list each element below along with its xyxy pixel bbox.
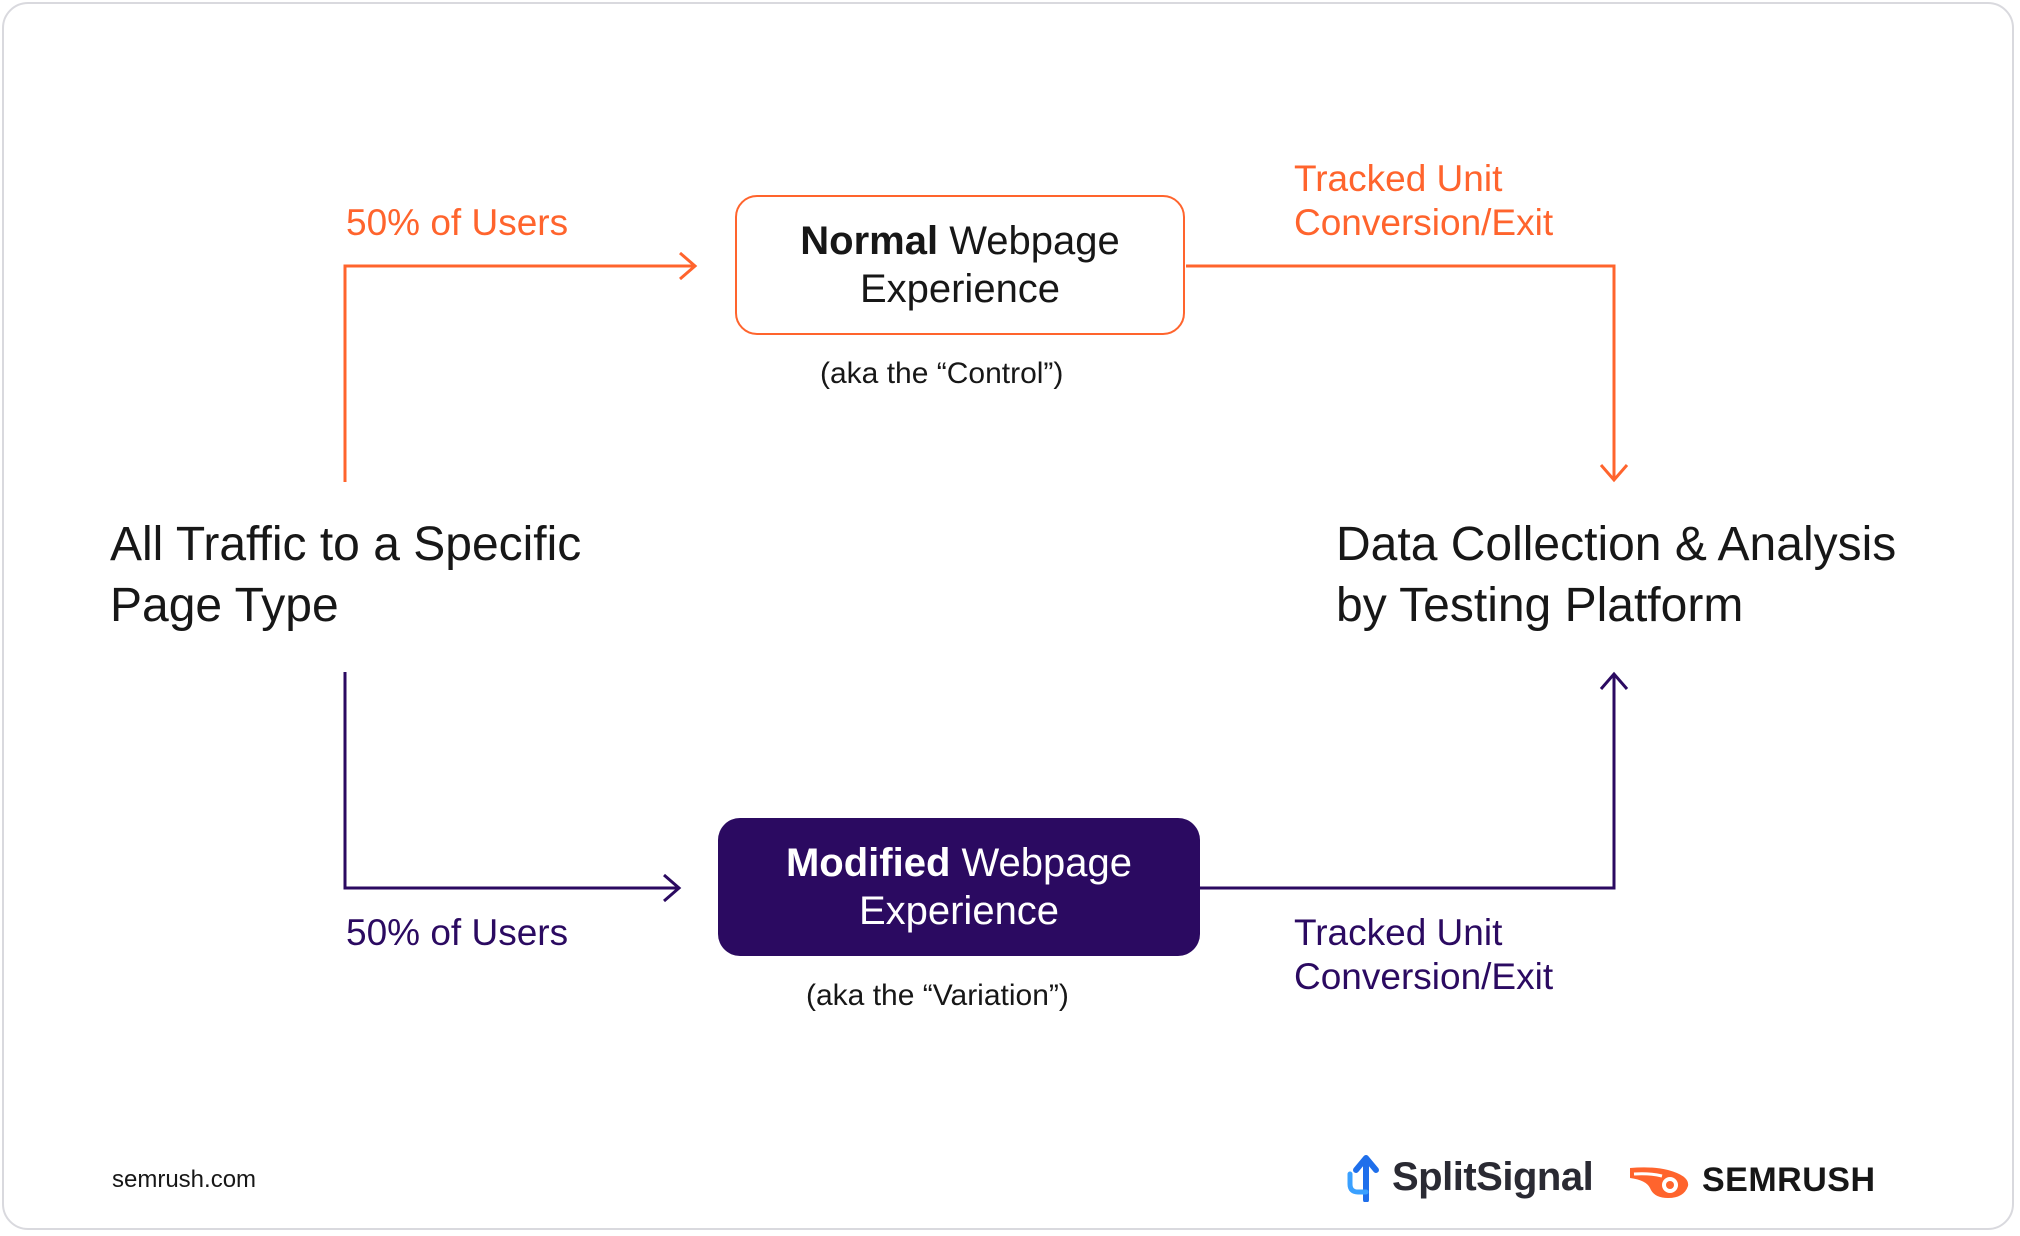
source-node: All Traffic to a Specific Page Type (110, 514, 581, 636)
modified-box-rest: Webpage (950, 841, 1133, 885)
normal-experience-box: Normal Webpage Experience (735, 195, 1185, 335)
top-split-label: 50% of Users (346, 202, 569, 243)
semrush-brand: SEMRUSH (1628, 1160, 1876, 1200)
control-caption: (aka the “Control”) (820, 357, 1064, 390)
splitsignal-brand: SplitSignal (1346, 1152, 1594, 1202)
top-tracked-line2: Conversion/Exit (1294, 202, 1554, 243)
modified-box-bold: Modified (785, 841, 951, 885)
modified-box-line2: Experience (858, 889, 1060, 933)
top-split-arrow (343, 264, 693, 482)
semrush-wordmark: SEMRUSH (1702, 1160, 1876, 1199)
bottom-tracked-arrow (1200, 676, 1616, 890)
bottom-tracked-line1: Tracked Unit (1294, 912, 1503, 953)
top-split-arrowhead (679, 251, 698, 281)
top-tracked-arrowhead (1599, 464, 1629, 483)
top-tracked-arrow (1186, 264, 1616, 478)
normal-box-line1: Normal Webpage (800, 217, 1119, 265)
normal-box-rest: Webpage (938, 219, 1120, 263)
bottom-tracked-line2: Conversion/Exit (1294, 956, 1554, 997)
bottom-split-arrowhead (663, 873, 682, 903)
bottom-tracked-arrowhead (1599, 671, 1629, 690)
normal-box-line2: Experience (859, 267, 1061, 311)
bottom-split-label: 50% of Users (346, 912, 569, 953)
source-line2: Page Type (110, 579, 339, 632)
destination-node: Data Collection & Analysis by Testing Pl… (1336, 514, 1896, 636)
splitsignal-wordmark: SplitSignal (1392, 1154, 1594, 1199)
bottom-split-arrow (343, 672, 677, 890)
split-arrow-logo-icon (1347, 1155, 1379, 1202)
source-line1: All Traffic to a Specific (110, 518, 582, 571)
top-tracked-line1: Tracked Unit (1294, 158, 1503, 199)
normal-box-bold: Normal (800, 219, 939, 263)
top-tracked-label: Tracked Unit Conversion/Exit (1294, 157, 1553, 245)
variation-caption: (aka the “Variation”) (806, 979, 1069, 1012)
destination-line1: Data Collection & Analysis (1336, 518, 1897, 571)
semrush-fireball-logo-icon (1630, 1167, 1689, 1198)
bottom-tracked-label: Tracked Unit Conversion/Exit (1294, 911, 1553, 999)
modified-experience-box: Modified Webpage Experience (718, 818, 1200, 956)
modified-box-line1: Modified Webpage (786, 839, 1132, 887)
destination-line2: by Testing Platform (1336, 579, 1744, 632)
footer-url: semrush.com (112, 1166, 257, 1193)
